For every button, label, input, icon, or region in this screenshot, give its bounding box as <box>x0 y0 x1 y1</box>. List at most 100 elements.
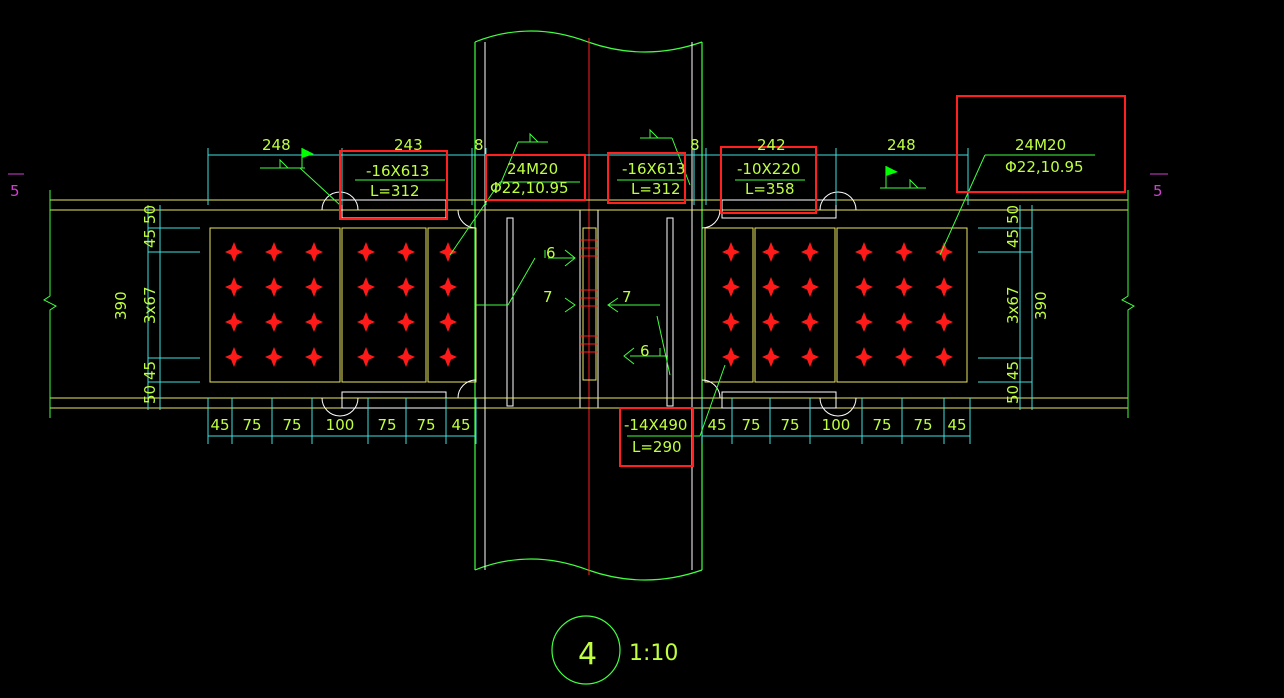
bolt-mark <box>762 242 780 262</box>
dim-bottom-label: 75 <box>741 416 760 434</box>
bolts-left-count: 24M20 <box>507 160 558 178</box>
bolt-mark <box>265 347 283 367</box>
dim-vertical-total-right: 390 <box>1032 291 1050 320</box>
bolt-mark <box>265 312 283 332</box>
bolts-right-count: 24M20 <box>1015 136 1066 154</box>
bolt-mark <box>722 277 740 297</box>
bolt-mark <box>935 347 953 367</box>
bolt-mark <box>895 242 913 262</box>
highlight-box-bolts-right <box>956 95 1126 193</box>
detail-bubble <box>551 615 621 685</box>
dim-bottom-label: 45 <box>451 416 470 434</box>
flange-center-spec: -16X613 <box>622 160 685 178</box>
dim-bottom-label: 75 <box>282 416 301 434</box>
bolt-mark <box>801 277 819 297</box>
dim-vertical-top-b-right: 45 <box>1004 229 1022 248</box>
bolt-mark <box>762 312 780 332</box>
dim-vertical-top-b-left: 45 <box>141 229 159 248</box>
bolt-mark <box>801 312 819 332</box>
bolt-mark <box>357 347 375 367</box>
bolt-mark <box>439 312 457 332</box>
bolt-mark <box>855 242 873 262</box>
bolt-mark <box>439 242 457 262</box>
flange-center-length: L=312 <box>631 180 681 198</box>
dim-vertical-bottom-b-left: 45 <box>141 361 159 380</box>
weld-hatching <box>580 239 598 353</box>
section-mark-right: 5 <box>1153 182 1163 200</box>
bolt-mark <box>305 242 323 262</box>
dim-bottom-label: 75 <box>780 416 799 434</box>
bolt-mark <box>801 347 819 367</box>
highlight-box-bolts-left <box>485 154 586 201</box>
dim-bottom-label: 100 <box>326 416 355 434</box>
bolt-mark <box>265 277 283 297</box>
bolt-mark <box>801 242 819 262</box>
bolt-mark <box>397 347 415 367</box>
dim-vertical-bottom-a-right: 50 <box>1004 385 1022 404</box>
bolt-mark <box>935 242 953 262</box>
dim-vertical-bottom-a-left: 50 <box>141 385 159 404</box>
bottom-dimension-ticks <box>207 398 971 444</box>
leader-lines <box>299 137 1095 437</box>
bolt-mark <box>357 277 375 297</box>
detail-scale: 1:10 <box>629 641 678 666</box>
dim-bottom-label: 75 <box>242 416 261 434</box>
dim-top-left-outer: 248 <box>262 136 291 154</box>
highlight-box-flange-center <box>607 152 686 204</box>
bolt-mark <box>895 277 913 297</box>
weld-size-middle-left: 7 <box>543 288 553 306</box>
bolt-mark <box>305 277 323 297</box>
bolt-mark <box>357 312 375 332</box>
dim-vertical-middle-right: 3x67 <box>1004 286 1022 324</box>
bolt-mark <box>305 347 323 367</box>
dim-top-right-inner: 242 <box>757 136 786 154</box>
flange-left-spec: -16X613 <box>366 162 429 180</box>
dim-top-left-inner: 243 <box>394 136 423 154</box>
highlight-box-web-plate <box>619 407 694 467</box>
dim-top-right-outer: 248 <box>887 136 916 154</box>
weld-size-lower: 6 <box>640 342 650 360</box>
dim-bottom-label: 45 <box>947 416 966 434</box>
column-bottom-break <box>474 558 703 581</box>
dimension-lines <box>147 148 1033 437</box>
bolt-mark <box>722 242 740 262</box>
dim-bottom-label: 75 <box>416 416 435 434</box>
bolt-mark <box>225 347 243 367</box>
bolt-mark <box>722 312 740 332</box>
weld-size-upper: 6 <box>546 244 556 262</box>
bolts-left-hole: Φ22,10.95 <box>490 179 569 197</box>
weld-size-middle-right: 7 <box>622 288 632 306</box>
bolt-mark <box>855 277 873 297</box>
weld-symbols <box>260 128 926 365</box>
web-plate-spec: -14X490 <box>624 416 687 434</box>
dim-bottom-label: 75 <box>913 416 932 434</box>
highlight-box-flange-right <box>720 146 817 214</box>
dim-vertical-top-a-right: 50 <box>1004 205 1022 224</box>
bolt-mark <box>357 242 375 262</box>
highlight-box-flange-left <box>339 150 448 220</box>
dim-top-right-gap: 8 <box>690 136 700 154</box>
dim-top-left-gap: 8 <box>474 136 484 154</box>
bolt-groups <box>225 242 953 367</box>
dim-vertical-middle-left: 3x67 <box>141 286 159 324</box>
detail-number: 4 <box>578 637 597 672</box>
bolt-mark <box>305 312 323 332</box>
dim-vertical-bottom-b-right: 45 <box>1004 361 1022 380</box>
bolt-mark <box>265 242 283 262</box>
bolt-mark <box>225 277 243 297</box>
dim-bottom-label: 75 <box>872 416 891 434</box>
bolt-mark <box>762 277 780 297</box>
dim-bottom-label: 100 <box>822 416 851 434</box>
bolt-mark <box>397 312 415 332</box>
bolt-mark <box>225 242 243 262</box>
highlight-boxes <box>339 95 1126 467</box>
web-plate-length: L=290 <box>632 438 682 456</box>
bolt-mark <box>895 312 913 332</box>
bolts-right-hole: Φ22,10.95 <box>1005 158 1084 176</box>
bolt-mark <box>762 347 780 367</box>
bolt-mark <box>935 312 953 332</box>
bolt-mark <box>397 277 415 297</box>
